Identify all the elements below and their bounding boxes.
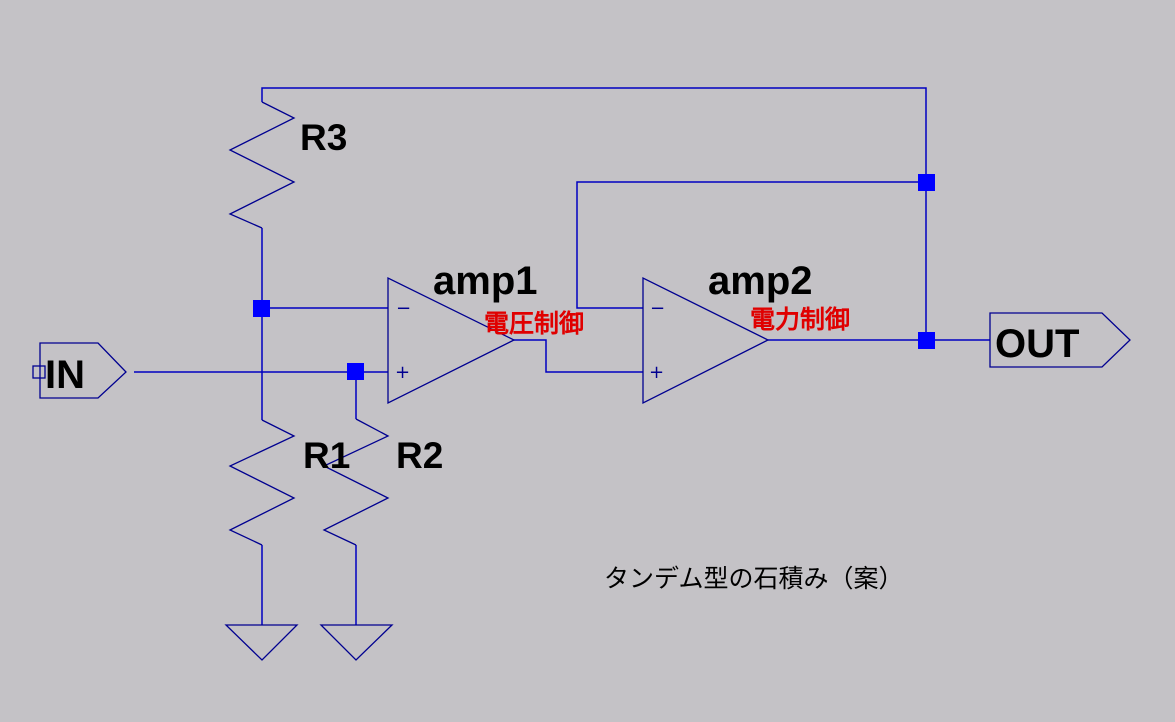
junction-r3-amp1-minus — [253, 300, 270, 317]
resistor-r3-label: R3 — [300, 117, 347, 158]
amp1-plus-pin: + — [395, 362, 410, 383]
wires — [134, 87, 990, 625]
amp1-minus-pin: − — [396, 298, 411, 319]
output-port[interactable]: OUT — [989, 312, 1131, 368]
input-port[interactable]: IN — [32, 342, 127, 399]
resistor-r2-symbol[interactable] — [322, 418, 390, 546]
input-port-pin — [32, 365, 46, 379]
junction-output — [918, 332, 935, 349]
junction-amp2-feedback — [918, 174, 935, 191]
amp1-symbol[interactable] — [387, 276, 516, 405]
resistor-r2-label: R2 — [396, 435, 443, 476]
wire-amp2-feedback — [576, 181, 926, 309]
output-port-shape — [989, 312, 1131, 368]
input-port-label: IN — [45, 353, 85, 397]
amp1-label: amp1 — [433, 259, 538, 303]
wire-r3-feedback — [261, 87, 927, 340]
resistor-r1-label: R1 — [303, 435, 350, 476]
amp2-minus-pin: − — [650, 298, 665, 319]
input-port-shape — [39, 342, 127, 399]
resistor-r3-symbol[interactable] — [228, 101, 296, 229]
title-note: タンデム型の石積み（案） — [604, 564, 904, 593]
amp2-role-label: 電力制御 — [750, 305, 850, 334]
output-port-label: OUT — [995, 322, 1079, 366]
amp2-plus-pin: + — [649, 362, 664, 383]
ground-symbol-r1 — [224, 624, 299, 661]
amp1-role-label: 電圧制御 — [484, 309, 584, 338]
ground-symbol-r2 — [319, 624, 394, 661]
amp2-label: amp2 — [708, 259, 813, 303]
junction-amp1-plus-r2 — [347, 363, 364, 380]
resistor-r1-symbol[interactable] — [228, 419, 296, 546]
amp2-symbol[interactable] — [642, 276, 770, 405]
wire-amp1-to-amp2 — [514, 339, 643, 373]
